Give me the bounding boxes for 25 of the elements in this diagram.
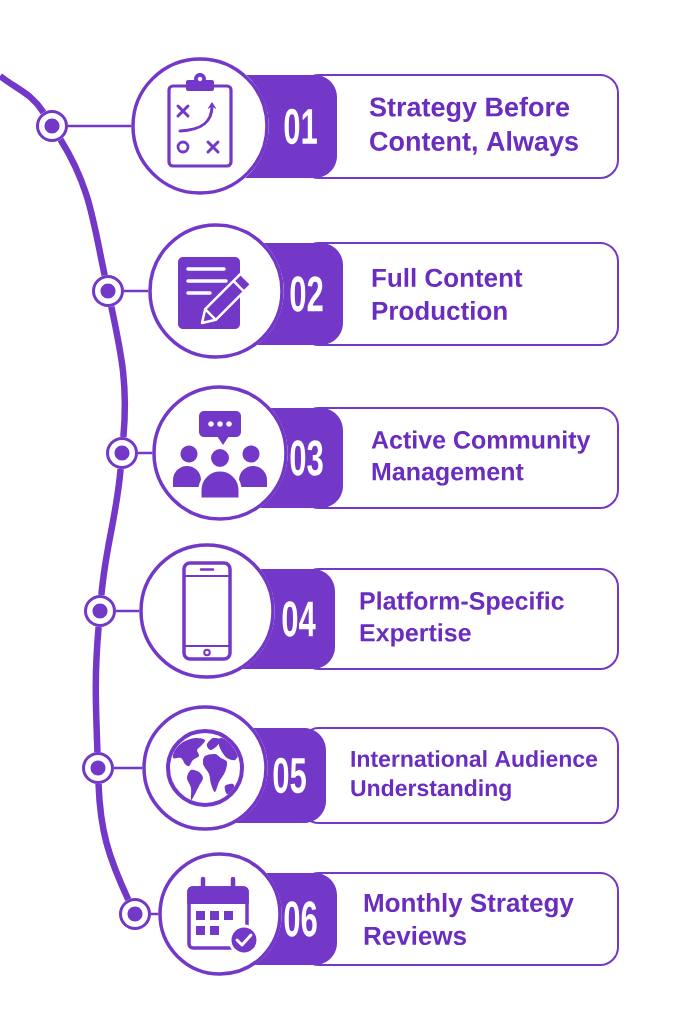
connector-line — [138, 451, 153, 455]
connector-line — [68, 124, 132, 128]
number-tab: 05 — [235, 728, 326, 823]
timeline-curve — [57, 137, 108, 276]
number-tab: 04 — [242, 569, 335, 669]
connector-line — [114, 766, 143, 770]
timeline-dot — [84, 595, 116, 627]
timeline-dot — [119, 898, 151, 930]
timeline-curve — [92, 626, 102, 753]
connector-line — [116, 609, 140, 613]
connector-line — [151, 912, 159, 916]
connector-line — [124, 289, 149, 293]
timeline-dot — [106, 437, 138, 469]
number-tab: 03 — [259, 408, 343, 508]
timeline-dot — [82, 752, 114, 784]
timeline-dot — [36, 110, 68, 142]
icon-circle — [139, 543, 275, 679]
timeline-curve — [0, 73, 47, 115]
icon-circle — [131, 57, 269, 195]
timeline-curve — [108, 306, 129, 438]
timeline-curve — [95, 783, 132, 901]
timeline-dot — [92, 275, 124, 307]
number-tab: 02 — [256, 243, 343, 345]
timeline-curve — [98, 468, 124, 596]
number-tab: 01 — [244, 75, 337, 178]
